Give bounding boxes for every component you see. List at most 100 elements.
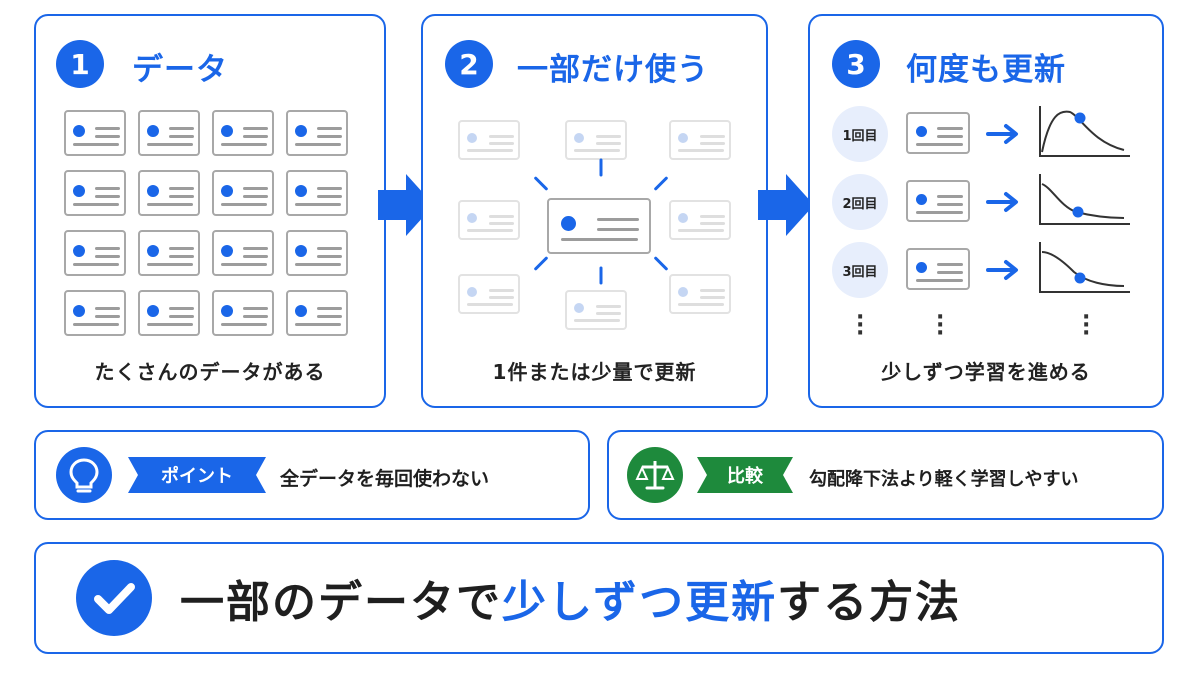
- card-dot: [73, 245, 85, 257]
- card-line: [700, 289, 725, 292]
- card-line: [678, 303, 724, 306]
- card-line: [243, 255, 268, 258]
- card-line: [596, 142, 621, 145]
- round-label: 3回目: [832, 242, 888, 298]
- card-line: [574, 319, 620, 322]
- card-line: [169, 195, 194, 198]
- point-badge-shape: [128, 457, 266, 493]
- data-card: [212, 170, 274, 216]
- loss-curve: [1039, 242, 1130, 293]
- data-card: [212, 110, 274, 156]
- highlight-ray: [533, 176, 549, 191]
- card-line: [317, 315, 342, 318]
- unused-data-card: [565, 120, 627, 160]
- selected-data-card: [547, 198, 651, 254]
- arrow-right-icon: [378, 174, 434, 236]
- data-card: [212, 230, 274, 276]
- card-line: [147, 143, 193, 146]
- card-line: [95, 135, 120, 138]
- highlight-ray: [653, 176, 669, 191]
- card-line: [169, 127, 194, 130]
- step3-caption: 少しずつ学習を進める: [881, 360, 1091, 384]
- card-line: [317, 307, 342, 310]
- card-dot: [678, 287, 688, 297]
- unused-data-card: [565, 290, 627, 330]
- unused-data-card: [458, 200, 520, 240]
- card-dot: [147, 245, 159, 257]
- balance-scale-icon: [627, 447, 683, 503]
- card-dot: [221, 245, 233, 257]
- arrow-right-icon: [986, 192, 1018, 212]
- card-line: [317, 255, 342, 258]
- highlight-ray: [653, 256, 669, 271]
- card-line: [489, 142, 514, 145]
- card-line: [243, 127, 268, 130]
- step1-caption: たくさんのデータがある: [94, 360, 326, 384]
- card-line: [169, 247, 194, 250]
- card-dot: [574, 133, 584, 143]
- card-dot: [678, 133, 688, 143]
- card-dot: [916, 126, 927, 137]
- card-dot: [561, 216, 576, 231]
- arrow-right-icon: [758, 174, 814, 236]
- point-badge: ポイント: [161, 466, 233, 487]
- data-card: [64, 290, 126, 336]
- data-card: [138, 170, 200, 216]
- card-line: [73, 203, 119, 206]
- card-dot: [295, 185, 307, 197]
- data-card: [286, 110, 348, 156]
- card-line: [317, 135, 342, 138]
- card-line: [95, 195, 120, 198]
- summary-highlight: 少しずつ更新: [502, 577, 778, 628]
- summary-part1: 一部のデータで: [180, 577, 502, 628]
- card-dot: [916, 262, 927, 273]
- card-line: [73, 323, 119, 326]
- card-line: [95, 255, 120, 258]
- card-dot: [295, 305, 307, 317]
- card-line: [317, 195, 342, 198]
- card-line: [467, 149, 513, 152]
- card-line: [95, 247, 120, 250]
- card-dot: [467, 213, 477, 223]
- card-dot: [467, 133, 477, 143]
- card-line: [73, 143, 119, 146]
- card-line: [937, 127, 963, 130]
- comparison-text: 勾配降下法より軽く学習しやすい: [809, 469, 1079, 490]
- step2-caption: 1件または少量で更新: [492, 360, 697, 384]
- card-line: [295, 263, 341, 266]
- step1-panel: 1 データ たくさんのデータがある: [34, 14, 386, 408]
- summary-text: 一部のデータで少しずつ更新する方法: [180, 566, 961, 630]
- card-line: [295, 323, 341, 326]
- card-line: [243, 195, 268, 198]
- card-dot: [574, 303, 584, 313]
- data-card: [64, 110, 126, 156]
- card-line: [597, 228, 639, 231]
- card-line: [937, 271, 963, 274]
- card-line: [937, 195, 963, 198]
- highlight-ray: [599, 266, 603, 285]
- card-line: [243, 247, 268, 250]
- card-line: [295, 143, 341, 146]
- step1-title: データ: [132, 52, 228, 88]
- card-line: [678, 149, 724, 152]
- card-line: [489, 289, 514, 292]
- unused-data-card: [458, 274, 520, 314]
- card-dot: [916, 194, 927, 205]
- card-dot: [221, 185, 233, 197]
- card-line: [489, 222, 514, 225]
- card-line: [937, 135, 963, 138]
- highlight-ray: [599, 158, 603, 177]
- card-line: [467, 229, 513, 232]
- card-line: [169, 307, 194, 310]
- card-line: [916, 143, 963, 146]
- card-line: [596, 135, 621, 138]
- card-line: [169, 255, 194, 258]
- card-line: [700, 222, 725, 225]
- card-dot: [147, 305, 159, 317]
- arrow-right-icon: [986, 124, 1018, 144]
- ellipsis-icon: ···: [1082, 305, 1091, 346]
- card-line: [489, 135, 514, 138]
- point-text: 全データを毎回使わない: [280, 468, 490, 490]
- card-line: [221, 263, 267, 266]
- card-line: [95, 315, 120, 318]
